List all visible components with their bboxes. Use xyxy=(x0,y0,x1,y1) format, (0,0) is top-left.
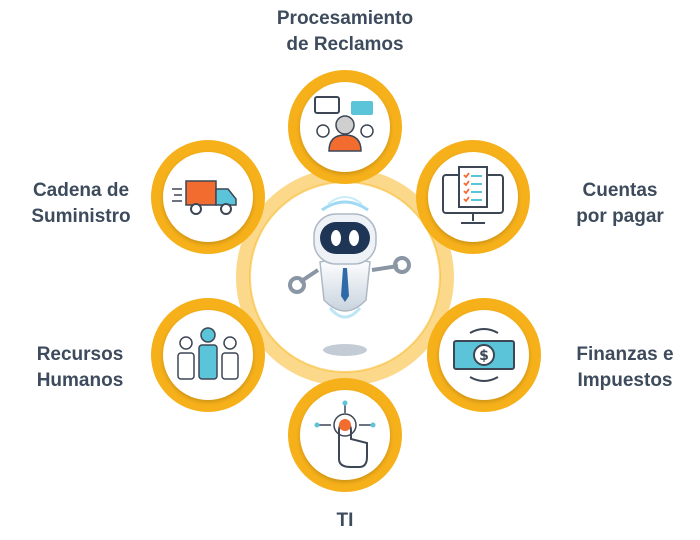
people-chat-icon xyxy=(314,96,374,152)
label-line: Recursos xyxy=(36,344,124,365)
label-line: Cadena de xyxy=(32,180,130,201)
node-recursos xyxy=(151,298,265,412)
node-finanzas: $ xyxy=(427,298,541,412)
team-icon xyxy=(177,327,239,380)
label-line: Humanos xyxy=(36,370,124,391)
money-exchange-icon: $ xyxy=(453,328,515,382)
label-line: Procesamiento xyxy=(276,8,414,29)
delivery-truck-icon xyxy=(172,180,237,215)
label-line: Finanzas e xyxy=(576,344,674,365)
label-line: Impuestos xyxy=(577,370,673,391)
label-cuentas: Cuentas por pagar xyxy=(555,178,685,230)
label-line: TI xyxy=(336,510,354,531)
label-cadena: Cadena de Suministro xyxy=(16,178,146,230)
node-cadena xyxy=(151,140,265,254)
node-procesamiento xyxy=(288,70,402,184)
label-line: Suministro xyxy=(31,206,131,227)
invoice-monitor-icon xyxy=(442,166,504,224)
svg-text:$: $ xyxy=(479,348,489,364)
label-finanzas: Finanzas e Impuestos xyxy=(556,342,694,394)
node-cuentas xyxy=(416,140,530,254)
label-line: por pagar xyxy=(576,206,664,227)
touch-circuit-icon xyxy=(314,400,376,468)
label-line: Cuentas xyxy=(582,180,658,201)
robot-icon xyxy=(288,196,411,356)
node-ti xyxy=(288,378,402,492)
label-procesamiento: Procesamiento de Reclamos xyxy=(245,6,445,58)
label-recursos: Recursos Humanos xyxy=(20,342,140,394)
label-ti: TI xyxy=(315,508,375,534)
label-line: de Reclamos xyxy=(286,34,404,55)
